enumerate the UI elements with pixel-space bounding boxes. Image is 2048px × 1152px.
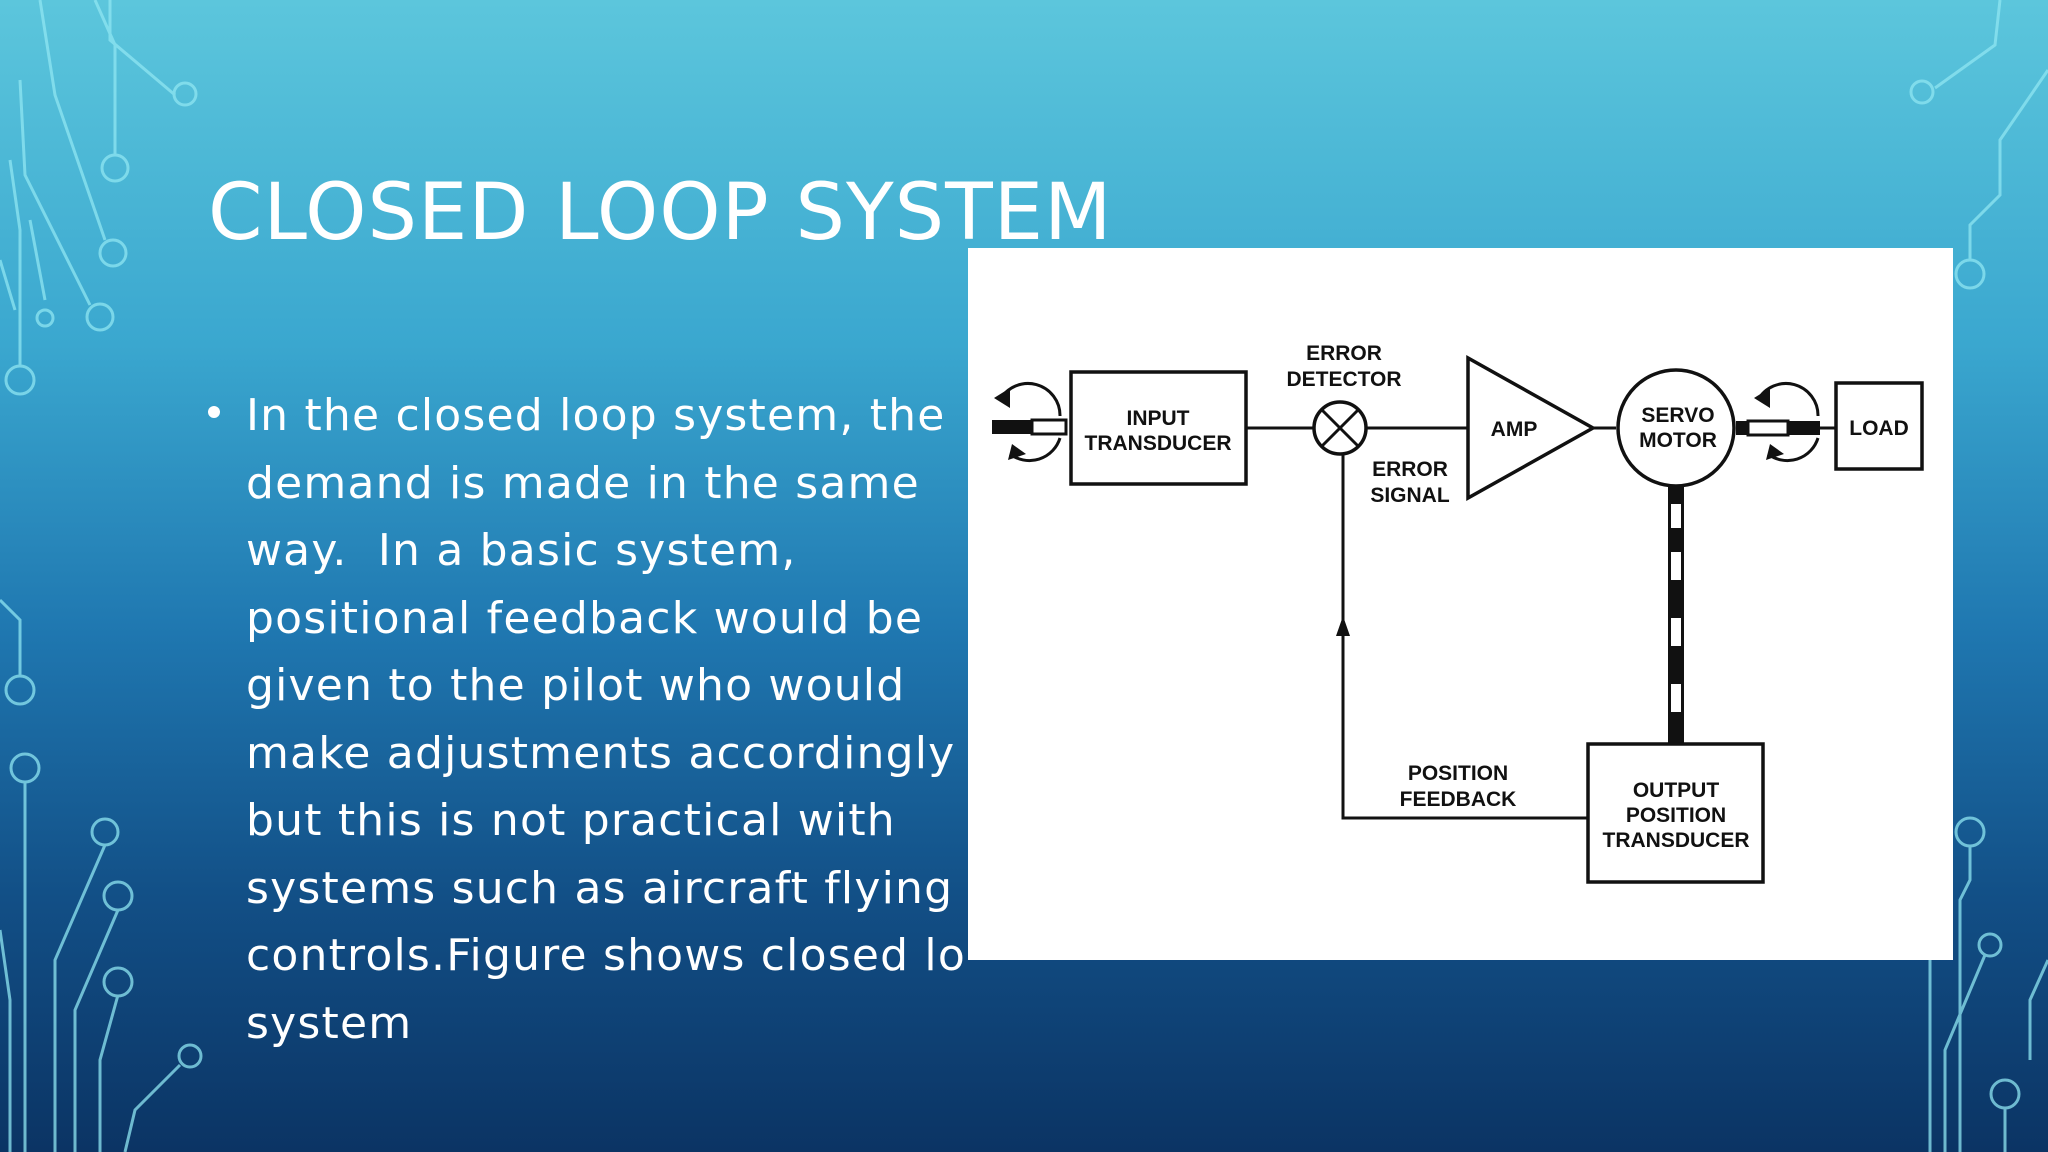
feedback-arrow-icon <box>1336 616 1350 636</box>
bullet-marker <box>208 406 220 418</box>
bullet-line: way. In a basic system, <box>246 525 797 576</box>
load-block <box>1834 381 1924 471</box>
bullet-paragraph: In the closed loop system, the demand is… <box>246 382 968 1057</box>
error-detector-icon <box>1312 400 1368 456</box>
bullet-line: make adjustments accordingly <box>246 727 956 779</box>
error-detector-label: ERROR <box>1306 342 1382 365</box>
output-transducer-label: TRANSDUCER <box>1603 829 1750 852</box>
feedback-path <box>1341 454 1588 820</box>
bullet-line: but this is not practical with <box>246 795 896 846</box>
bullet-line: given to the pilot who would <box>246 660 906 711</box>
servo-motor-label: SERVO <box>1641 404 1714 427</box>
input-transducer-label: TRANSDUCER <box>1085 432 1232 455</box>
output-transducer-label: OUTPUT <box>1633 779 1720 802</box>
closed-loop-diagram: INPUT TRANSDUCER ERROR DETECTOR ERROR SI… <box>968 248 1953 960</box>
position-feedback-label: FEEDBACK <box>1400 788 1517 811</box>
input-transducer-label: INPUT <box>1127 407 1190 430</box>
bullet-line: systems such as aircraft flying <box>246 862 954 914</box>
feedback-shaft-icon <box>1668 486 1684 744</box>
bullet-line: In the closed loop system, the <box>246 390 946 441</box>
bullet-line: controls.Figure shows closed lo <box>246 930 966 981</box>
load-label: LOAD <box>1849 417 1909 440</box>
error-detector-label: DETECTOR <box>1286 368 1401 391</box>
error-signal-label: ERROR <box>1372 458 1448 481</box>
amplifier-icon <box>1466 355 1597 501</box>
slide-title: CLOSED LOOP SYSTEM <box>208 168 1113 258</box>
position-feedback-label: POSITION <box>1408 762 1508 785</box>
servo-motor-label: MOTOR <box>1639 429 1717 452</box>
output-position-transducer-block <box>1586 742 1765 884</box>
servo-motor-icon <box>1616 368 1736 488</box>
bullet-line: system <box>246 997 413 1049</box>
input-transducer-block <box>1069 370 1248 486</box>
output-transducer-label: POSITION <box>1626 804 1726 827</box>
error-signal-label: SIGNAL <box>1370 484 1450 507</box>
output-shaft-icon <box>1736 382 1836 463</box>
input-shaft-icon <box>992 382 1068 463</box>
amp-label: AMP <box>1491 418 1538 441</box>
bullet-list: In the closed loop system, the demand is… <box>208 382 968 1062</box>
bullet-line: demand is made in the same <box>246 457 920 509</box>
bullet-line: positional feedback would be <box>246 592 924 644</box>
